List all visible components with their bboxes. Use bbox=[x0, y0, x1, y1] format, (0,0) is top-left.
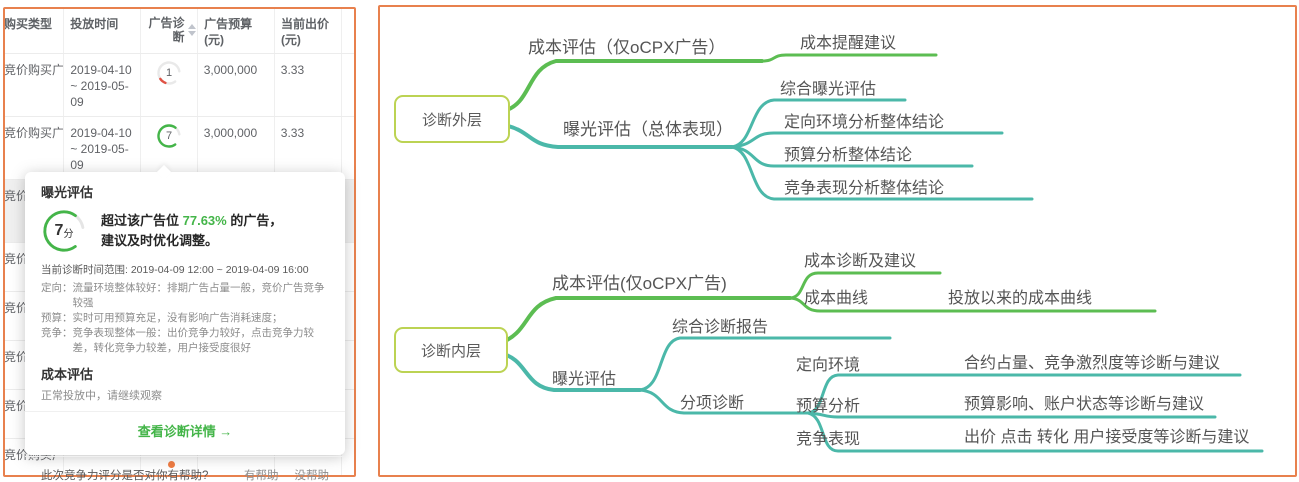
table-header-row: 购买类型 投放时间 广告诊断 广告预算(元) 当前出价(元) bbox=[5, 9, 354, 54]
col-header-spacer bbox=[342, 9, 354, 53]
detail-line: 预算： 实时可用预算充足，没有影响广告消耗速度； bbox=[41, 311, 329, 326]
diagnosis-details: 定向： 流量环境整体较好：排期广告占量一般，竞价广告竞争较强 预算： 实时可用预… bbox=[41, 281, 329, 356]
mindmap-root-inner: 诊断内层 bbox=[394, 327, 508, 373]
detail-text: 流量环境整体较好：排期广告占量一般，竞价广告竞争较强 bbox=[72, 282, 325, 309]
cell-purchase-type: 竞价购买广告 bbox=[5, 54, 65, 116]
headline-text: 的广告， bbox=[226, 213, 283, 228]
time-start: 2019-04-10 bbox=[70, 63, 132, 77]
headline-percent: 77.63% bbox=[182, 213, 227, 228]
indicator-dot bbox=[168, 461, 175, 468]
node-competition-performance-desc: 出价 点击 转化 用户接受度等诊断与建议 bbox=[964, 429, 1250, 446]
col-header-purchase-type: 购买类型 bbox=[5, 9, 65, 53]
detail-text: 竞争表现整体一般：出价竞争力较好，点击竞争力较差，转化竞争力较差，用户接受度很好 bbox=[72, 327, 315, 354]
detail-text: 实时可用预算充足，没有影响广告消耗速度； bbox=[72, 312, 283, 324]
diagnosis-score: 1 bbox=[165, 67, 173, 79]
cell-delivery-time: 2019-04-10 ~ 2019-05-09 bbox=[64, 117, 142, 179]
node-targeting-env: 定向环境 bbox=[796, 357, 861, 374]
sort-icon[interactable] bbox=[187, 24, 196, 36]
col-header-delivery-time: 投放时间 bbox=[64, 9, 142, 53]
gauge-ring-icon bbox=[157, 124, 181, 148]
mindmap-branches bbox=[498, 53, 1264, 453]
node-cost-reminder: 成本提醒建议 bbox=[800, 35, 897, 52]
popup-headline: 超过该广告位 77.63% 的广告， 建议及时优化调整。 bbox=[101, 211, 282, 251]
node-cost-eval-inner: 成本评估(仅oCPX广告) bbox=[552, 274, 727, 293]
table-row[interactable]: 竞价购买广告 2019-04-10 ~ 2019-05-09 7 3,000,0… bbox=[5, 117, 354, 180]
node-cost-eval-outer: 成本评估（仅oCPX广告） bbox=[528, 38, 726, 57]
cell-delivery-time: 2019-04-10 ~ 2019-05-09 bbox=[64, 54, 142, 116]
node-budget-conclusion: 预算分析整体结论 bbox=[784, 147, 913, 164]
feedback-not-helpful-button[interactable]: 没帮助 bbox=[294, 470, 330, 482]
node-competition-conclusion: 竞争表现分析整体结论 bbox=[784, 180, 945, 197]
detail-line: 竞争： 竞争表现整体一般：出价竞争力较好，点击竞争力较差，转化竞争力较差，用户接… bbox=[41, 326, 329, 356]
score-number: 7 bbox=[54, 222, 64, 239]
diagnosis-gauge[interactable]: 7 bbox=[156, 123, 182, 149]
detail-label: 竞争： bbox=[41, 327, 73, 339]
node-competition-performance: 竞争表现 bbox=[796, 431, 861, 448]
node-budget-analysis: 预算分析 bbox=[796, 398, 861, 415]
node-exposure-eval-inner: 曝光评估 bbox=[552, 371, 617, 388]
node-targeting-env-desc: 合约占量、竞争激烈度等诊断与建议 bbox=[964, 355, 1221, 372]
col-header-bid: 当前出价(元) bbox=[275, 9, 342, 53]
table-row[interactable]: 竞价购买广告 2019-04-10 ~ 2019-05-09 1 3,000,0… bbox=[5, 54, 354, 117]
cell-diagnosis: 7 bbox=[141, 117, 198, 179]
diagnosis-time-range: 当前诊断时间范围: 2019-04-09 12:00 ~ 2019-04-09 … bbox=[41, 264, 309, 276]
divider bbox=[25, 411, 345, 412]
feedback-helpful-button[interactable]: 有帮助 bbox=[244, 470, 279, 482]
cell-budget: 3,000,000 bbox=[198, 117, 275, 179]
cell-budget: 3,000,000 bbox=[198, 54, 275, 116]
col-header-diagnosis-label: 广告诊断 bbox=[148, 16, 185, 44]
cost-section-text: 正常投放中，请继续观察 bbox=[41, 390, 162, 402]
cell-bid: 3.33 bbox=[275, 54, 342, 116]
gauge-ring-icon bbox=[157, 61, 181, 85]
cell-diagnosis: 1 bbox=[141, 54, 198, 116]
col-header-budget: 广告预算(元) bbox=[198, 9, 275, 53]
node-overall-exposure: 综合曝光评估 bbox=[780, 81, 877, 98]
mindmap-panel: 诊断外层 成本评估（仅oCPX广告） 成本提醒建议 曝光评估（总体表现） 综合曝… bbox=[378, 5, 1297, 477]
cell-purchase-type: 竞价购买广告 bbox=[5, 117, 65, 179]
detail-label: 定向： bbox=[41, 282, 73, 294]
diagnosis-score: 7 bbox=[165, 130, 173, 142]
node-comprehensive-report: 综合诊断报告 bbox=[672, 319, 769, 336]
node-cost-curve: 成本曲线 bbox=[804, 290, 869, 307]
divider bbox=[25, 456, 345, 457]
time-start: 2019-04-10 bbox=[70, 126, 132, 140]
detail-line: 定向： 流量环境整体较好：排期广告占量一般，竞价广告竞争较强 bbox=[41, 281, 329, 311]
popup-title: 曝光评估 bbox=[41, 185, 94, 200]
feedback-question: 此次竞争力评分是否对你有帮助? bbox=[41, 470, 209, 482]
cost-section-title: 成本评估 bbox=[41, 367, 94, 382]
headline-text: 超过该广告位 bbox=[101, 213, 183, 228]
headline-line2: 建议及时优化调整。 bbox=[101, 233, 219, 248]
node-cost-diagnosis: 成本诊断及建议 bbox=[804, 253, 917, 270]
time-end: ~ 2019-05-09 bbox=[70, 142, 129, 172]
feedback-row: 此次竞争力评分是否对你有帮助? 有帮助 没帮助 bbox=[41, 457, 329, 482]
gauge-ring-icon bbox=[43, 210, 85, 252]
time-end: ~ 2019-05-09 bbox=[70, 79, 129, 109]
node-exposure-eval-outer: 曝光评估（总体表现） bbox=[563, 120, 733, 139]
cell-bid: 3.33 bbox=[275, 117, 342, 179]
node-cost-curve-desc: 投放以来的成本曲线 bbox=[948, 290, 1093, 307]
score-unit: 分 bbox=[63, 229, 74, 240]
node-targeting-conclusion: 定向环境分析整体结论 bbox=[784, 114, 945, 131]
col-header-diagnosis[interactable]: 广告诊断 bbox=[141, 9, 199, 53]
node-itemized-diagnosis: 分项诊断 bbox=[680, 395, 745, 412]
view-diagnosis-details-link[interactable]: 查看诊断详情 → bbox=[137, 424, 233, 439]
mindmap-root-outer: 诊断外层 bbox=[394, 95, 510, 143]
diagnosis-gauge[interactable]: 1 bbox=[156, 60, 182, 86]
node-budget-analysis-desc: 预算影响、账户状态等诊断与建议 bbox=[964, 396, 1205, 413]
detail-label: 预算： bbox=[41, 312, 73, 324]
